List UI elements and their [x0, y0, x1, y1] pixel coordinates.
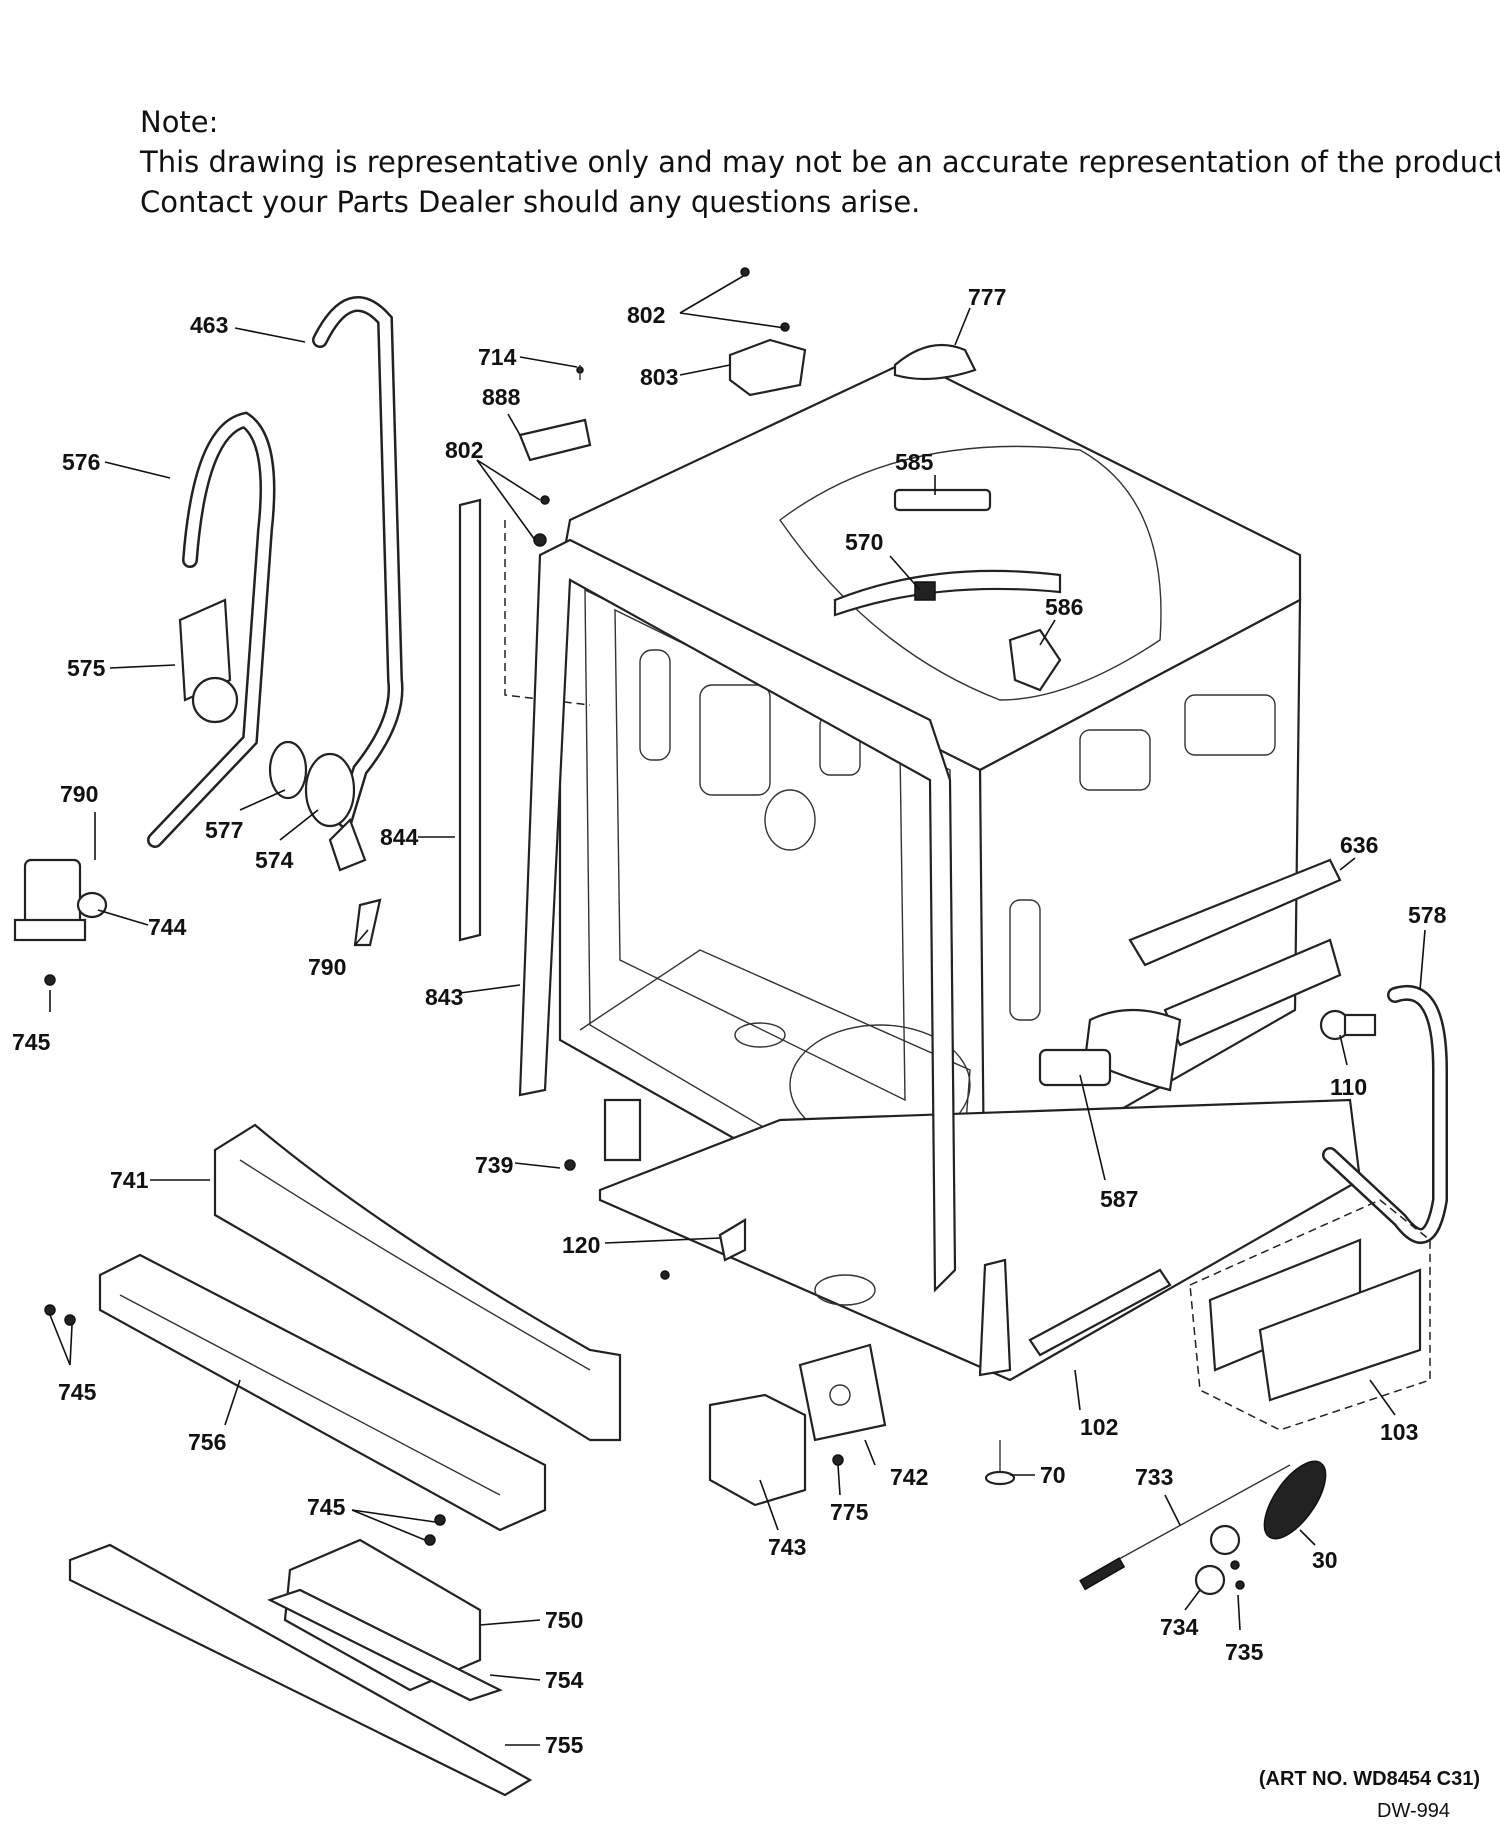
callout-585: 585: [895, 449, 934, 475]
callout-802-left: 802: [445, 437, 483, 463]
callout-30: 30: [1312, 1547, 1338, 1573]
callout-103: 103: [1380, 1419, 1418, 1445]
callout-843: 843: [425, 984, 463, 1010]
lower-small-parts: [708, 1218, 1016, 1507]
callout-577: 577: [205, 817, 243, 843]
note-line-2: Contact your Parts Dealer should any que…: [140, 185, 921, 219]
latch-parts: [504, 267, 807, 706]
callout-636: 636: [1340, 832, 1378, 858]
callout-790-upper: 790: [60, 781, 98, 807]
callout-844: 844: [380, 824, 419, 850]
callout-587: 587: [1100, 1186, 1138, 1212]
tub-assembly: [558, 358, 1362, 1382]
callout-802-top: 802: [627, 302, 665, 328]
callout-745-middle: 745: [58, 1379, 97, 1405]
callout-754: 754: [545, 1667, 584, 1693]
callout-741: 741: [110, 1167, 149, 1193]
callout-70: 70: [1040, 1462, 1066, 1488]
callout-745-left: 745: [12, 1029, 51, 1055]
callout-labels: 463 576 575 577 574 790 744 745 790 802 …: [12, 284, 1447, 1758]
callout-756: 756: [188, 1429, 226, 1455]
callout-714: 714: [478, 344, 517, 370]
callout-574: 574: [255, 847, 294, 873]
leader-lines: [49, 274, 1426, 1746]
note-heading: Note:: [140, 105, 219, 139]
callout-733: 733: [1135, 1464, 1173, 1490]
note-line-1: This drawing is representative only and …: [140, 145, 1500, 179]
callout-745-bottom: 745: [307, 1494, 346, 1520]
callout-755: 755: [545, 1732, 584, 1758]
callout-735: 735: [1225, 1639, 1264, 1665]
hoses: [147, 296, 404, 947]
callout-586: 586: [1045, 594, 1083, 620]
door-spring-parts: [1079, 1460, 1327, 1596]
art-number: (ART NO. WD8454 C31): [1258, 1768, 1480, 1790]
door-gasket: [458, 498, 957, 1293]
callout-888: 888: [482, 384, 521, 410]
side-vent-and-drain: [1038, 858, 1448, 1244]
callout-575: 575: [67, 655, 106, 681]
callout-743: 743: [768, 1534, 806, 1560]
callout-790-lower: 790: [308, 954, 346, 980]
callout-110: 110: [1330, 1074, 1367, 1100]
callout-463: 463: [190, 312, 228, 338]
callout-120: 120: [562, 1232, 600, 1258]
callout-570: 570: [845, 529, 883, 555]
callout-576: 576: [62, 449, 100, 475]
callout-578: 578: [1408, 902, 1447, 928]
callout-750: 750: [545, 1607, 583, 1633]
callout-742: 742: [890, 1464, 928, 1490]
callout-777: 777: [968, 284, 1006, 310]
upper-spray-arm-assembly: [779, 343, 1162, 701]
callout-734: 734: [1160, 1614, 1199, 1640]
callout-775: 775: [830, 1499, 869, 1525]
toe-kick-and-controls: [44, 1123, 844, 1797]
callout-803: 803: [640, 364, 678, 390]
diagram-code: DW-994: [1377, 1800, 1450, 1822]
callout-739: 739: [475, 1152, 513, 1178]
wire-harness-box: [1189, 1199, 1431, 1431]
inlet-valve: [13, 858, 108, 986]
callout-102: 102: [1080, 1414, 1118, 1440]
callout-744: 744: [148, 914, 187, 940]
